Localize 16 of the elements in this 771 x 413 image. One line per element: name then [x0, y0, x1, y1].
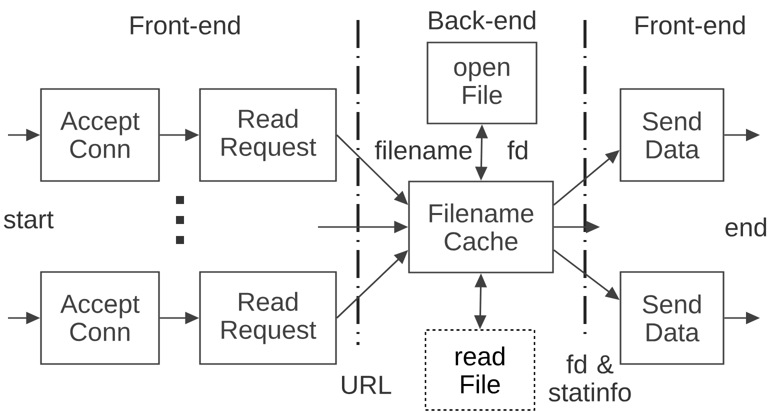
process-box: Filename Cache: [408, 180, 554, 274]
label-text: fd: [508, 140, 528, 160]
process-box: open File: [426, 42, 538, 124]
process-box: Send Data: [620, 88, 724, 182]
process-box: Read Request: [199, 88, 337, 182]
process-box: Accept Conn: [40, 271, 160, 365]
label-text: Front-end: [130, 15, 240, 35]
label-text: start: [4, 211, 54, 229]
dashed-process-box: read File: [424, 329, 536, 411]
label-text: end: [726, 217, 766, 237]
label-text: filename: [374, 140, 472, 160]
process-box: Send Data: [620, 271, 724, 365]
label-text: URL: [342, 376, 392, 394]
process-box: Read Request: [199, 271, 337, 365]
label-text: Front-end: [636, 15, 745, 35]
process-box: Accept Conn: [40, 88, 160, 182]
